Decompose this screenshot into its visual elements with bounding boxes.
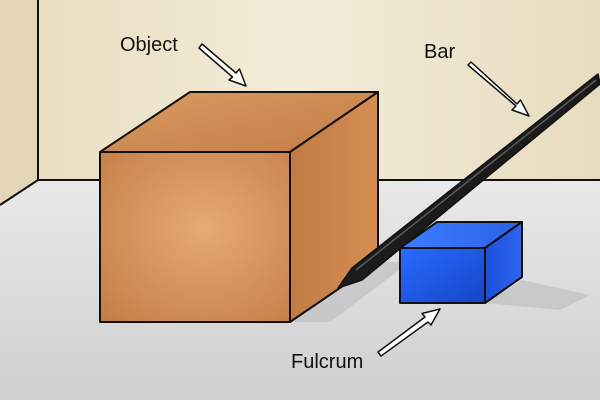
object-shadow bbox=[290, 262, 410, 322]
pointer-arrows bbox=[198, 43, 530, 357]
floor-edge-line bbox=[0, 179, 600, 206]
object-label: Object bbox=[120, 34, 178, 56]
object-cube bbox=[99, 91, 379, 323]
fulcrum-arrow-icon bbox=[377, 308, 441, 357]
bar-arrow-icon bbox=[467, 61, 530, 117]
bar-highlight bbox=[355, 79, 597, 271]
shadows bbox=[290, 262, 590, 322]
object-arrow-icon bbox=[198, 43, 247, 87]
object-front-face bbox=[99, 151, 291, 323]
bar-label: Bar bbox=[424, 41, 455, 63]
fulcrum-label: Fulcrum bbox=[291, 351, 363, 373]
fulcrum-shadow bbox=[485, 280, 590, 310]
fulcrum-block bbox=[399, 221, 523, 304]
lever-bar bbox=[337, 73, 600, 289]
fulcrum-front-face bbox=[399, 247, 486, 304]
left-wall bbox=[0, 0, 38, 205]
